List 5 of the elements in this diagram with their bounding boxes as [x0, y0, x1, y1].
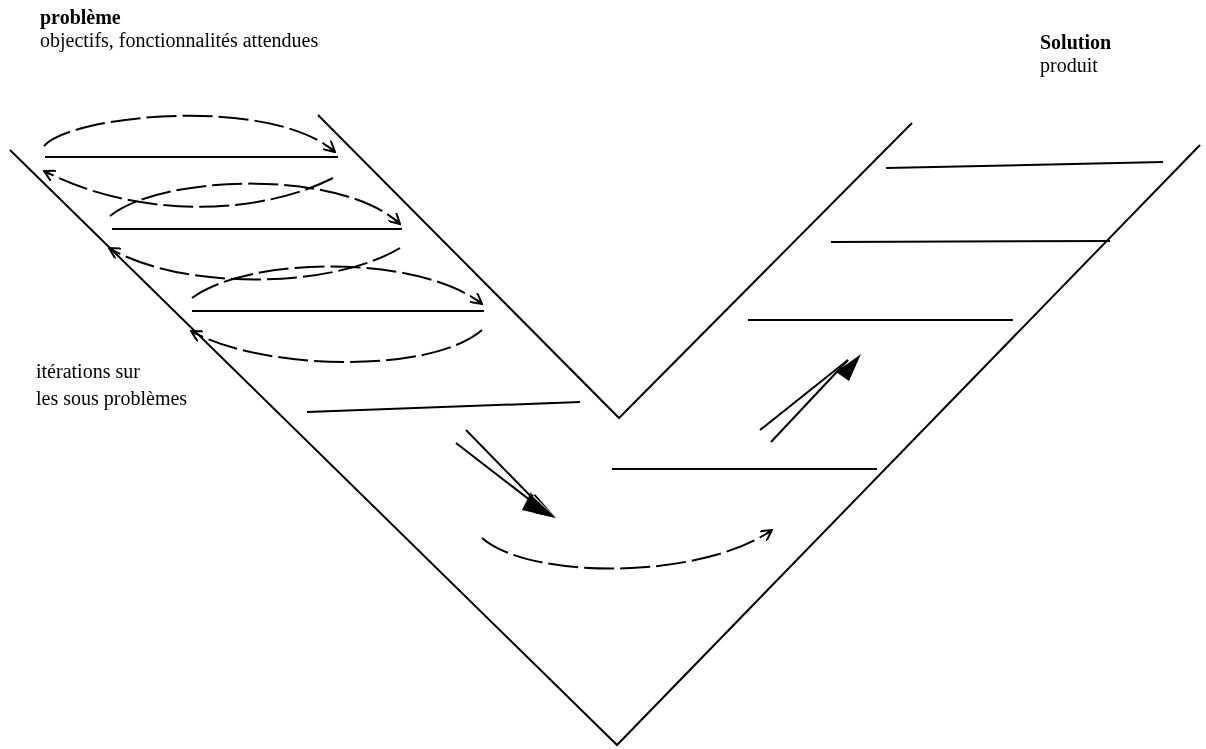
heading: problème [40, 6, 121, 29]
annotation: itérations sur les sous problèmes [36, 359, 189, 412]
subtitle: produit [1040, 54, 1098, 77]
heading: Solution [1040, 31, 1112, 54]
subtitle: objectifs, fonctionnalités attendues [40, 29, 319, 52]
